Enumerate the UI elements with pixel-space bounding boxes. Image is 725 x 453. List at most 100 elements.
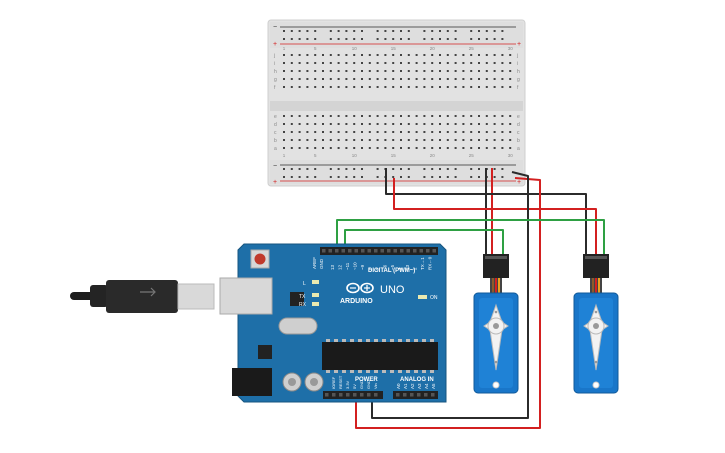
bb-hole[interactable] [493, 62, 496, 64]
bb-hole[interactable] [462, 70, 465, 72]
bb-hole[interactable] [337, 38, 340, 40]
bb-hole[interactable] [400, 139, 402, 141]
bb-hole[interactable] [400, 147, 402, 149]
bb-hole[interactable] [493, 86, 496, 88]
bb-hole[interactable] [462, 115, 465, 117]
bb-hole[interactable] [485, 131, 488, 133]
bb-hole[interactable] [423, 30, 426, 32]
bb-hole[interactable] [392, 139, 395, 141]
bb-hole[interactable] [314, 38, 317, 40]
bb-hole[interactable] [361, 139, 363, 141]
bb-hole[interactable] [290, 123, 293, 125]
bb-hole[interactable] [337, 176, 340, 178]
bb-hole[interactable] [361, 30, 363, 32]
bb-hole[interactable] [446, 139, 449, 141]
bb-hole[interactable] [376, 62, 379, 64]
bb-hole[interactable] [322, 115, 324, 117]
bb-hole[interactable] [361, 78, 363, 80]
bb-hole[interactable] [478, 78, 480, 80]
bb-hole[interactable] [493, 115, 496, 117]
bb-hole[interactable] [400, 62, 402, 64]
bb-hole[interactable] [431, 70, 434, 72]
bb-hole[interactable] [384, 78, 387, 80]
bb-hole[interactable] [290, 70, 293, 72]
bb-hole[interactable] [298, 139, 301, 141]
bb-hole[interactable] [314, 168, 317, 170]
bb-hole[interactable] [509, 123, 512, 125]
bb-hole[interactable] [415, 70, 418, 72]
header-pin[interactable] [380, 249, 385, 253]
bb-hole[interactable] [314, 147, 317, 149]
bb-hole[interactable] [392, 176, 395, 178]
bb-hole[interactable] [306, 86, 309, 88]
bb-hole[interactable] [501, 139, 504, 141]
bb-hole[interactable] [384, 131, 387, 133]
bb-hole[interactable] [392, 30, 395, 32]
header-pin[interactable] [432, 249, 437, 253]
bb-hole[interactable] [407, 168, 410, 170]
servo-2[interactable] [573, 254, 619, 394]
bb-hole[interactable] [353, 70, 356, 72]
bb-hole[interactable] [478, 139, 480, 141]
bb-hole[interactable] [329, 115, 332, 117]
bb-hole[interactable] [298, 70, 301, 72]
header-pin[interactable] [387, 249, 391, 253]
bb-hole[interactable] [493, 54, 496, 56]
bb-hole[interactable] [337, 54, 340, 56]
bb-hole[interactable] [454, 168, 457, 170]
bb-hole[interactable] [298, 86, 301, 88]
bb-hole[interactable] [485, 78, 488, 80]
bb-hole[interactable] [478, 86, 480, 88]
bb-hole[interactable] [493, 139, 496, 141]
bb-hole[interactable] [353, 38, 356, 40]
bb-hole[interactable] [361, 115, 363, 117]
bb-hole[interactable] [423, 70, 426, 72]
bb-hole[interactable] [329, 139, 332, 141]
bb-hole[interactable] [376, 30, 379, 32]
bb-hole[interactable] [306, 139, 309, 141]
bb-hole[interactable] [353, 168, 356, 170]
header-pin[interactable] [335, 249, 339, 253]
bb-hole[interactable] [353, 30, 356, 32]
header-pin[interactable] [406, 249, 411, 253]
bb-hole[interactable] [501, 147, 504, 149]
bb-hole[interactable] [392, 62, 395, 64]
header-pin[interactable] [431, 393, 435, 397]
bb-hole[interactable] [290, 176, 293, 178]
bb-hole[interactable] [493, 176, 496, 178]
bb-hole[interactable] [470, 115, 473, 117]
bb-hole[interactable] [283, 139, 285, 141]
bb-hole[interactable] [368, 131, 371, 133]
bb-hole[interactable] [329, 30, 332, 32]
bb-hole[interactable] [306, 70, 309, 72]
usb-cable[interactable] [70, 280, 215, 313]
bb-hole[interactable] [509, 115, 512, 117]
bb-hole[interactable] [493, 168, 496, 170]
bb-hole[interactable] [298, 176, 301, 178]
bb-hole[interactable] [384, 70, 387, 72]
bb-hole[interactable] [290, 115, 293, 117]
header-pin[interactable] [413, 249, 417, 253]
bb-hole[interactable] [415, 86, 418, 88]
bb-hole[interactable] [470, 54, 473, 56]
bb-hole[interactable] [345, 86, 348, 88]
bb-hole[interactable] [329, 54, 332, 56]
bb-hole[interactable] [298, 115, 301, 117]
bb-hole[interactable] [493, 131, 496, 133]
bb-hole[interactable] [392, 78, 395, 80]
bb-hole[interactable] [454, 30, 457, 32]
bb-hole[interactable] [407, 70, 410, 72]
bb-hole[interactable] [454, 123, 457, 125]
bb-hole[interactable] [431, 38, 434, 40]
bb-hole[interactable] [384, 115, 387, 117]
bb-hole[interactable] [470, 176, 473, 178]
bb-hole[interactable] [439, 62, 441, 64]
bb-hole[interactable] [392, 38, 395, 40]
bb-hole[interactable] [439, 176, 441, 178]
bb-hole[interactable] [446, 70, 449, 72]
bb-hole[interactable] [392, 86, 395, 88]
bb-hole[interactable] [501, 168, 504, 170]
bb-hole[interactable] [376, 38, 379, 40]
bb-hole[interactable] [322, 147, 324, 149]
bb-hole[interactable] [376, 54, 379, 56]
